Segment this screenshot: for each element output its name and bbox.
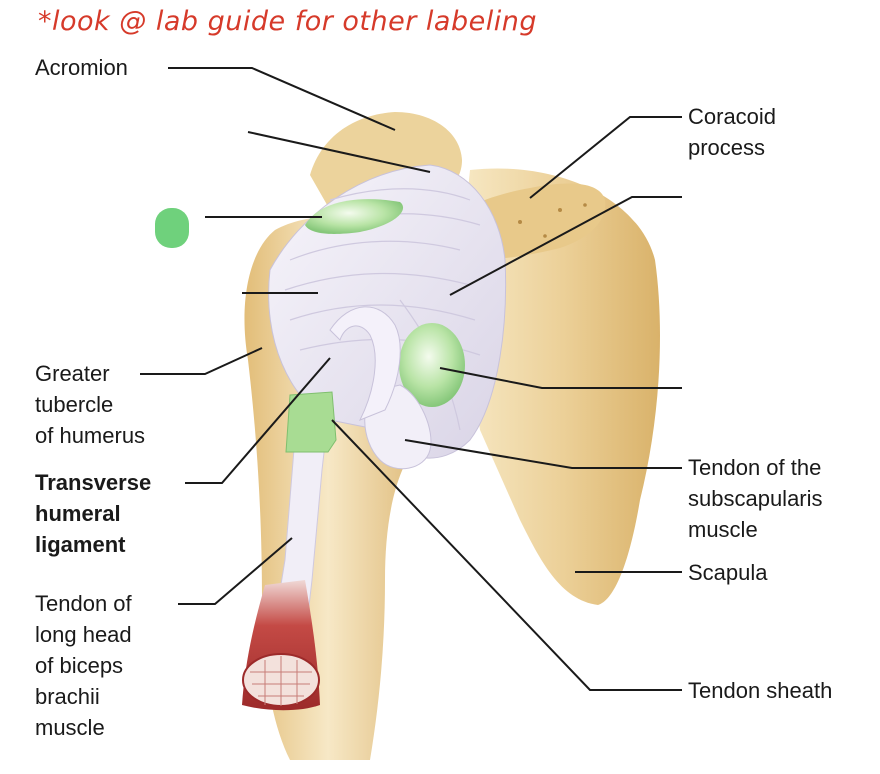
cartilage-lower <box>399 323 465 407</box>
label-line: ligament <box>35 532 126 557</box>
label-acromion: Acromion <box>35 55 128 80</box>
leader-lines <box>140 67 682 691</box>
tendon-sheath-shape <box>285 391 337 453</box>
label-line: of humerus <box>35 423 146 448</box>
label-biceps-tendon: Tendon of long head of biceps brachii mu… <box>35 588 132 743</box>
handwritten-note: *look @ lab guide for other labeling <box>38 6 537 37</box>
label-line: long head <box>35 622 132 647</box>
label-line: Tendon of <box>35 591 132 616</box>
label-line: Transverse <box>35 470 152 495</box>
label-line: process <box>688 135 766 160</box>
label-line: of biceps <box>35 653 124 678</box>
label-line: tubercle <box>35 392 114 417</box>
label-scapula: Scapula <box>688 560 768 585</box>
cartilage-upper <box>305 199 404 234</box>
marker-dot <box>155 208 189 248</box>
label-line: subscapularis <box>688 486 823 511</box>
label-tendon-sheath: Tendon sheath <box>688 678 833 703</box>
label-line: muscle <box>35 715 105 740</box>
scapula-shape <box>465 168 660 605</box>
label-line: Greater <box>35 361 110 386</box>
label-line: Tendon of the <box>688 455 822 480</box>
label-line: muscle <box>688 517 758 542</box>
label-subscapularis-tendon: Tendon of the subscapularis muscle <box>688 452 823 545</box>
tendon-arch <box>329 306 401 421</box>
label-line: Coracoid <box>688 104 777 129</box>
label-line: humeral <box>35 501 121 526</box>
label-greater-tubercle: Greater tubercle of humerus <box>35 358 145 451</box>
label-line: brachii <box>35 684 100 709</box>
label-coracoid-process: Coracoid process <box>688 101 776 163</box>
label-transverse-humeral-ligament: Transverse humeral ligament <box>35 467 151 560</box>
